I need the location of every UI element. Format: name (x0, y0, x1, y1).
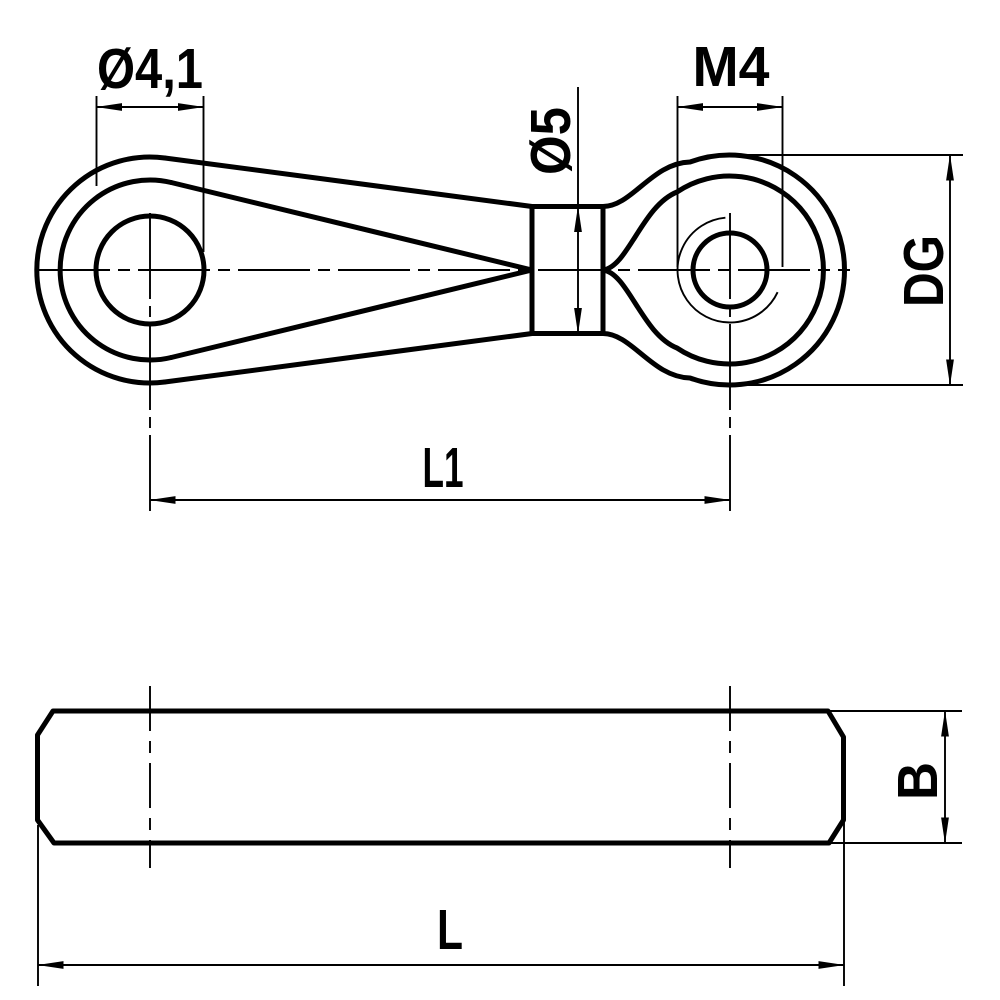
dim-thread: M4 (676, 35, 784, 267)
dim-label-thread: M4 (693, 35, 770, 99)
dim-left-hole-diameter: Ø4,1 (95, 37, 205, 252)
dim-neck-diameter: Ø5 (519, 87, 583, 334)
taper-inner-top-line (168, 180, 535, 273)
taper-inner-bottom-line (168, 267, 535, 360)
dim-center-distance: L1 (149, 436, 731, 504)
dim-label-neck: Ø5 (519, 107, 583, 175)
centerlines (38, 213, 850, 511)
thread-major-arc (676, 216, 779, 324)
dim-label-boss-diameter: DG (892, 235, 956, 307)
dim-label-left-hole: Ø4,1 (97, 37, 203, 101)
left-boss-outer-arc (34, 154, 168, 386)
taper-outer-bottom-line (162, 331, 535, 385)
dim-thickness: B (830, 710, 962, 844)
dim-label-overall-length: L (437, 898, 463, 962)
taper-outer-top-line (162, 155, 535, 209)
dim-overall-length: L (37, 822, 845, 986)
bar-outline (35, 708, 846, 846)
dim-boss-diameter: DG (736, 154, 963, 386)
dim-label-center-distance: L1 (423, 436, 464, 500)
front-view: B L (35, 686, 962, 986)
top-view: Ø4,1 M4 Ø5 DG (34, 35, 963, 511)
dim-label-thickness: B (886, 762, 950, 800)
